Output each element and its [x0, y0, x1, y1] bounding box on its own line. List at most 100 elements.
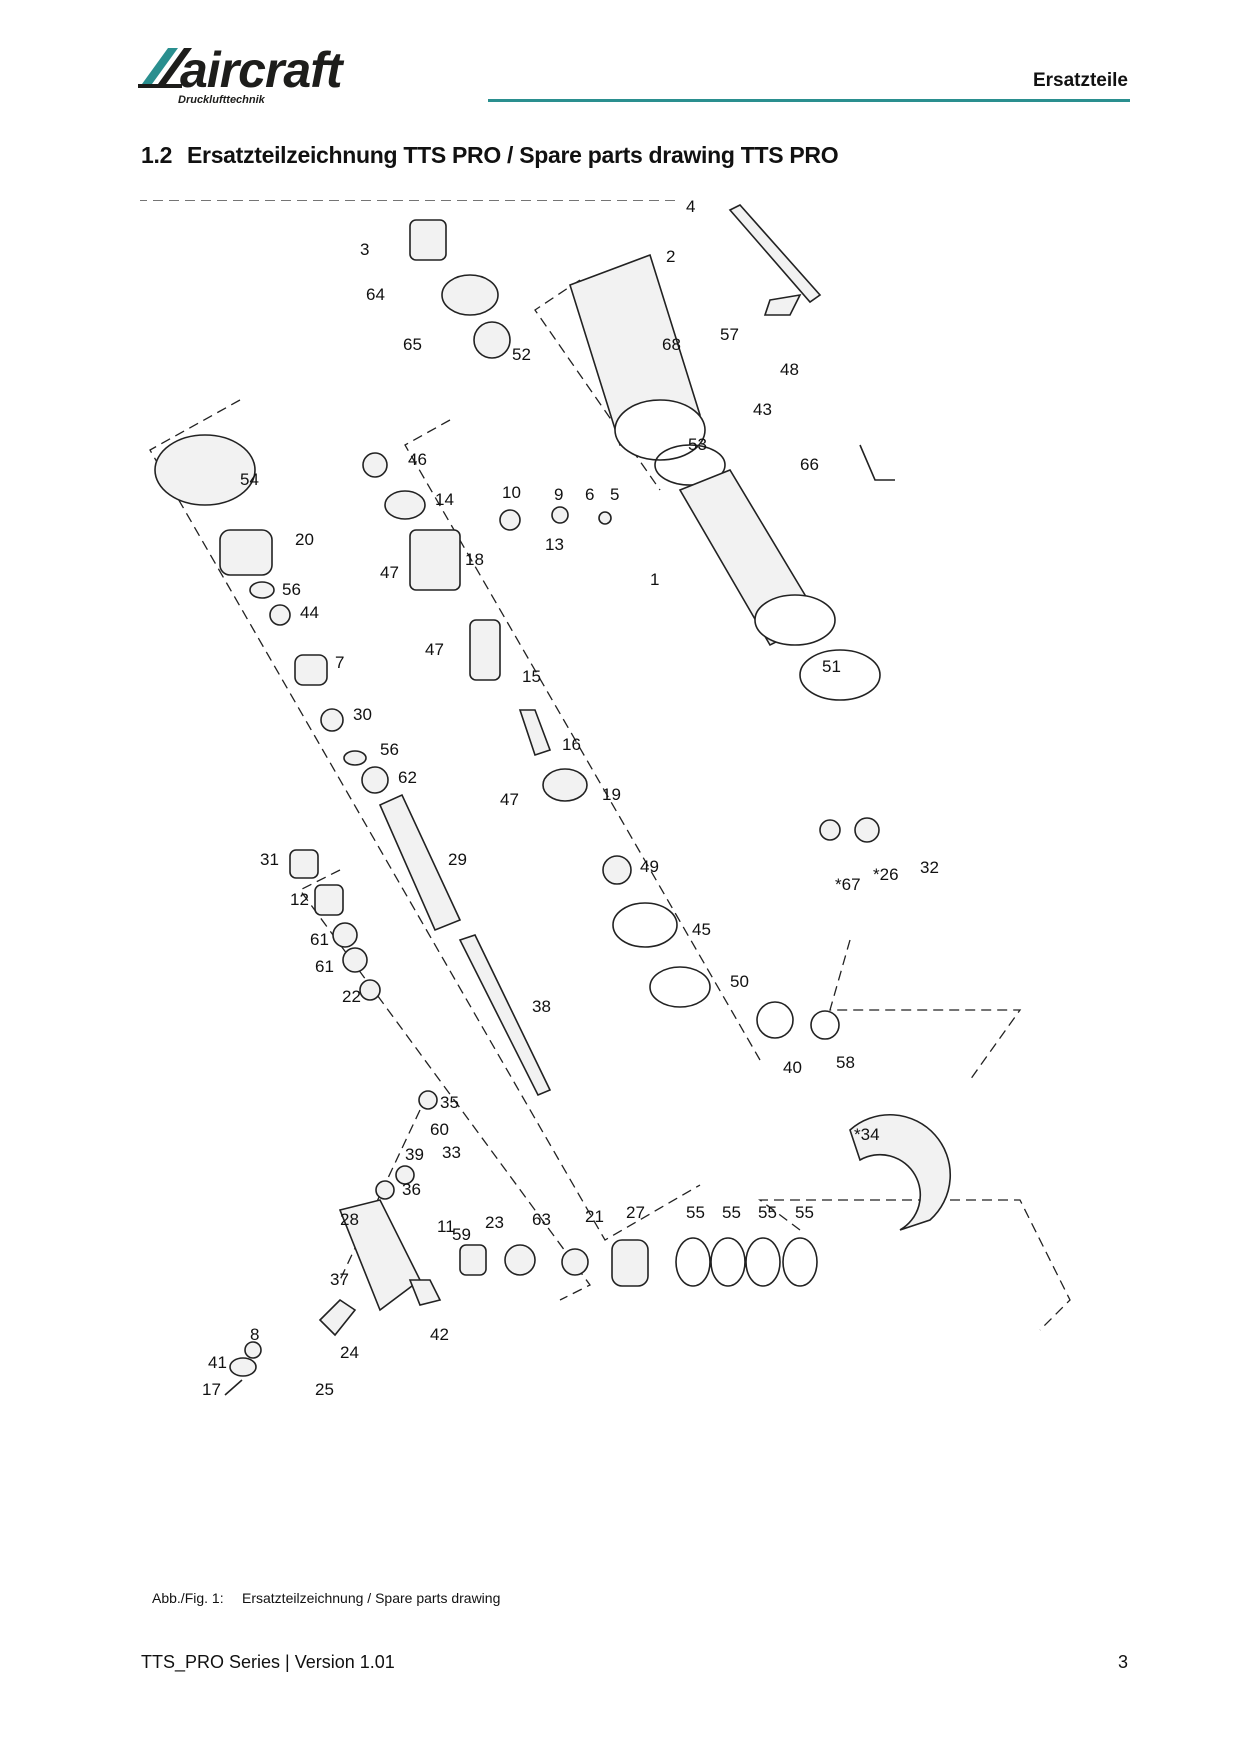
part-washer-55a: [675, 1237, 711, 1287]
part-rotor-15: [469, 619, 501, 681]
part-bearing-46: [362, 452, 388, 478]
part-gear-39: [395, 1165, 415, 1185]
label-21: 21: [585, 1207, 604, 1226]
label-61a: 61: [310, 930, 329, 949]
label-61b: 61: [315, 957, 334, 976]
label-65: 65: [403, 335, 422, 354]
part-plate-19: [542, 768, 588, 802]
part-washer-55d: [782, 1237, 818, 1287]
part-nut-22: [359, 979, 381, 1001]
label-31: 31: [260, 850, 279, 869]
part-washer-40: [756, 1001, 794, 1039]
label-38: 38: [532, 997, 551, 1016]
part-housing-1-opening: [754, 594, 836, 646]
label-36: 36: [402, 1180, 421, 1199]
part-bushing-12: [314, 884, 344, 916]
label-67: *67: [835, 875, 861, 894]
page-number: 3: [1117, 1652, 1128, 1672]
label-26: *26: [873, 865, 899, 884]
label-22: 22: [342, 987, 361, 1006]
label-16: 16: [562, 735, 581, 754]
label-18: 18: [465, 550, 484, 569]
part-ring-51: [799, 649, 881, 701]
label-47b: 47: [425, 640, 444, 659]
label-56b: 56: [380, 740, 399, 759]
label-53: 53: [688, 435, 707, 454]
label-66: 66: [800, 455, 819, 474]
part-ring-50: [649, 966, 711, 1008]
figure-label: Abb./Fig. 1:: [152, 1590, 224, 1606]
part-ring-53: [654, 444, 726, 486]
label-10: 10: [502, 483, 521, 502]
part-shaft-38: [458, 934, 552, 1097]
label-24: 24: [340, 1343, 359, 1362]
part-nut-31: [289, 849, 319, 879]
part-valve-5: [598, 511, 612, 525]
label-30: 30: [353, 705, 372, 724]
label-28: 28: [340, 1210, 359, 1229]
label-55a: 55: [686, 1203, 705, 1222]
label-52: 52: [512, 345, 531, 364]
part-labels: 4 2 3 64 65 52 68 57 48 43 53 66 54 46 1…: [202, 200, 939, 1399]
part-sleeve-65: [473, 321, 511, 359]
section-number: 1.2: [141, 142, 173, 168]
label-8: 8: [250, 1325, 259, 1344]
part-hex-key-66: [859, 444, 895, 481]
label-3: 3: [360, 240, 369, 259]
part-flange-26: [854, 817, 880, 843]
label-9: 9: [554, 485, 563, 504]
figure-caption-text: Ersatzteilzeichnung / Spare parts drawin…: [242, 1590, 501, 1606]
label-5: 5: [610, 485, 619, 504]
label-58: 58: [836, 1053, 855, 1072]
label-25: 25: [315, 1380, 334, 1399]
part-clip-56: [249, 581, 275, 599]
part-plate-41: [229, 1357, 257, 1377]
part-screw-17: [224, 1379, 243, 1396]
label-29: 29: [448, 850, 467, 869]
part-lever-4: [728, 204, 822, 304]
part-lever-24: [318, 1298, 357, 1337]
label-40: 40: [783, 1058, 802, 1077]
part-valve-9: [551, 506, 569, 524]
part-washer-55c: [745, 1237, 781, 1287]
part-washer-55b: [710, 1237, 746, 1287]
label-1: 1: [650, 570, 659, 589]
part-air-inlet: [409, 219, 447, 261]
label-11: 11: [437, 1217, 455, 1236]
spare-parts-drawing: 4 2 3 64 65 52 68 57 48 43 53 66 54 46 1…: [140, 200, 1071, 1399]
parts-shapes: [154, 204, 952, 1396]
label-27: 27: [626, 1203, 645, 1222]
part-bearing-61: [332, 922, 358, 948]
label-17: 17: [202, 1380, 221, 1399]
label-32: 32: [920, 858, 939, 877]
label-12: 12: [290, 890, 309, 909]
label-49: 49: [640, 857, 659, 876]
section-title-text: Ersatzteilzeichnung TTS PRO / Spare part…: [187, 142, 839, 168]
part-ring-27: [611, 1239, 649, 1287]
part-washer-67: [819, 819, 841, 841]
part-guard-34: [849, 1113, 952, 1231]
label-57: 57: [720, 325, 739, 344]
label-41: 41: [208, 1353, 227, 1372]
label-35: 35: [440, 1093, 459, 1112]
logo-mark-icon: [138, 48, 192, 88]
part-nut-35: [418, 1090, 438, 1110]
part-nut-44: [269, 604, 291, 626]
label-4: 4: [686, 200, 695, 216]
part-lever-42: [408, 1279, 442, 1306]
label-50: 50: [730, 972, 749, 991]
label-60: 60: [430, 1120, 449, 1139]
label-44: 44: [300, 603, 319, 622]
part-nut-30: [320, 708, 344, 732]
label-13: 13: [545, 535, 564, 554]
label-2: 2: [666, 247, 675, 266]
label-23: 23: [485, 1213, 504, 1232]
logo-subtitle: Drucklufttechnik: [178, 94, 265, 106]
part-filter-disc: [441, 274, 499, 316]
part-cap-54: [154, 434, 256, 506]
label-47a: 47: [380, 563, 399, 582]
label-48: 48: [780, 360, 799, 379]
part-lever-57: [763, 293, 802, 316]
label-6: 6: [585, 485, 594, 504]
label-62: 62: [398, 768, 417, 787]
